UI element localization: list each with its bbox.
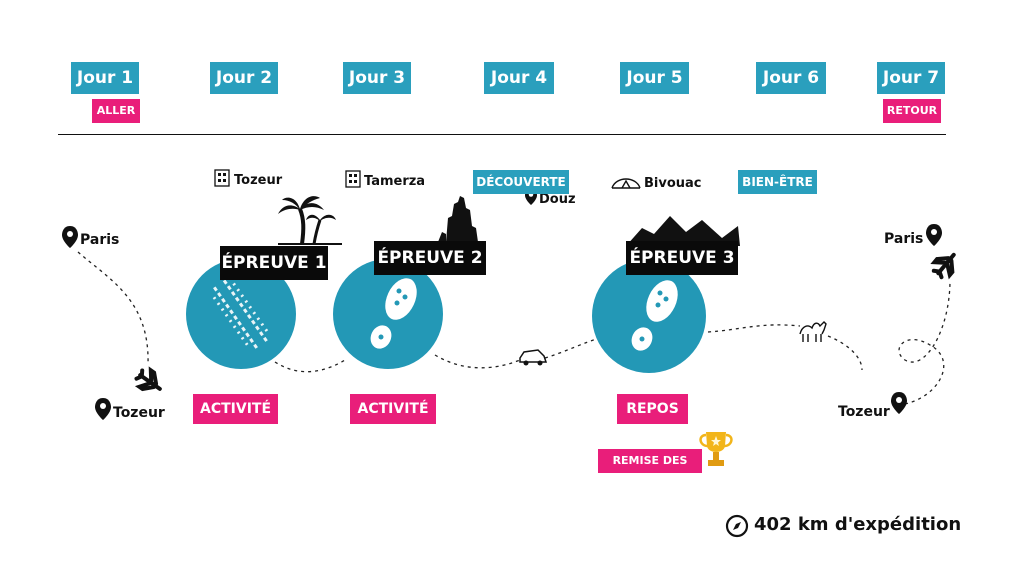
activite-2-badge: ACTIVITÉ [350,394,436,424]
place-tozeur-left: Tozeur [113,405,165,421]
epreuve-2-circle [333,259,443,369]
place-tozeur-top: Tozeur [234,173,283,188]
distance-label: 402 km d'expédition [754,514,962,535]
shoe-print-icon [370,278,417,349]
building-icon [214,169,230,187]
epreuve-3-label: ÉPREUVE 3 [626,241,738,275]
aller-badge: ALLER [92,99,140,123]
compass-icon [725,514,749,538]
day-2-label: Jour 2 [210,62,278,94]
trophy-icon [699,432,733,466]
place-bivouac: Bivouac [644,176,702,191]
pin-icon [891,392,907,414]
pin-icon [926,224,942,246]
car-icon [519,349,548,366]
day-4-label: Jour 4 [484,62,554,94]
day-1-label: Jour 1 [71,62,139,94]
timeline-divider [58,134,946,135]
place-douz: Douz [539,192,576,207]
remise-des-prix-badge: REMISE DES PRIX [598,449,702,491]
place-paris-right: Paris [884,231,924,247]
epreuve-1-label: ÉPREUVE 1 [220,246,328,280]
epreuve-3-circle [592,259,706,373]
place-tamerza: Tamerza [364,174,426,189]
mountain-icon [626,216,740,246]
activite-1-badge: ACTIVITÉ [193,394,278,424]
place-paris-left: Paris [80,232,120,248]
camel-icon [799,321,827,342]
building-icon [345,170,361,188]
rock-formation-icon [438,196,478,242]
pin-icon [95,398,111,420]
place-tozeur-right: Tozeur [838,404,890,420]
repos-badge: REPOS [617,394,688,424]
plane-icon [134,366,162,392]
shoe-print-icon [631,280,678,351]
retour-badge: RETOUR [883,99,941,123]
decouverte-tag: DÉCOUVERTE [473,170,569,194]
tent-icon [611,178,641,189]
day-7-label: Jour 7 [877,62,945,94]
day-6-label: Jour 6 [756,62,826,94]
epreuve-2-label: ÉPREUVE 2 [374,241,486,275]
day-3-label: Jour 3 [343,62,411,94]
tire-track-icon [212,279,270,351]
pin-icon [62,226,78,248]
day-5-label: Jour 5 [620,62,689,94]
bien-etre-tag: BIEN-ÊTRE [738,170,817,194]
palm-tree-icon [278,196,342,245]
plane-icon [930,252,956,280]
